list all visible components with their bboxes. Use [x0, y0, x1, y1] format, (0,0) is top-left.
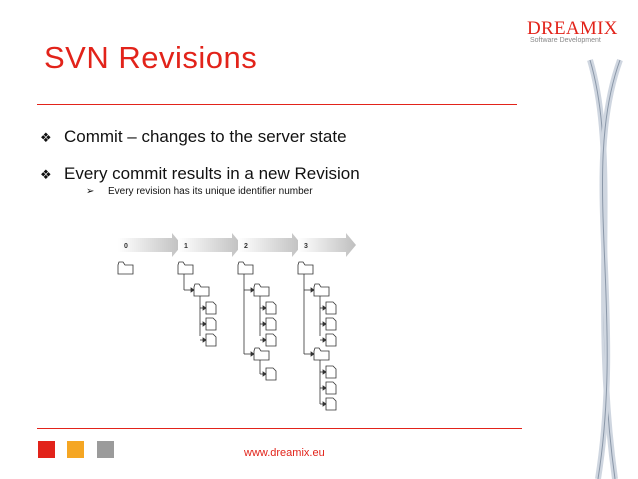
folder-icon — [313, 347, 330, 361]
file-icon — [325, 397, 337, 411]
connector-arrowhead — [250, 351, 255, 357]
connector-arrowhead — [322, 305, 327, 311]
file-icon — [265, 367, 277, 381]
file-icon — [205, 333, 217, 347]
file-icon — [265, 317, 277, 331]
folder-icon — [193, 283, 210, 297]
revision-label-1: 1 — [184, 243, 188, 250]
footer-square-gray — [97, 441, 114, 458]
arrowhead-icon: ➢ — [86, 186, 95, 197]
revision-label-3: 3 — [304, 243, 308, 250]
connector-arrowhead — [322, 321, 327, 327]
bullet-text: Commit – changes to the server state — [64, 127, 347, 146]
revision-label-0: 0 — [124, 243, 128, 250]
revision-arrow-3 — [298, 233, 356, 257]
connector-arrowhead — [262, 371, 267, 377]
file-icon — [265, 333, 277, 347]
connector-arrowhead — [250, 287, 255, 293]
connector-arrowhead — [262, 321, 267, 327]
title-divider — [37, 104, 517, 105]
revision-arrow-2 — [238, 233, 302, 257]
folder-icon — [117, 261, 134, 275]
logo-tagline: Software Development — [530, 37, 601, 44]
folder-icon — [297, 261, 314, 275]
file-icon — [325, 301, 337, 315]
revision-arrow-0 — [118, 233, 182, 257]
footer-url[interactable]: www.dreamix.eu — [244, 447, 325, 459]
file-icon — [325, 365, 337, 379]
folder-icon — [177, 261, 194, 275]
connector-arrowhead — [262, 337, 267, 343]
file-icon — [325, 381, 337, 395]
folder-icon — [253, 347, 270, 361]
connector-arrowhead — [310, 351, 315, 357]
folder-icon — [253, 283, 270, 297]
slide-title: SVN Revisions — [44, 40, 258, 75]
revision-label-2: 2 — [244, 243, 248, 250]
file-icon — [265, 301, 277, 315]
connector-arrowhead — [202, 321, 207, 327]
file-icon — [325, 333, 337, 347]
connector-arrowhead — [190, 287, 195, 293]
file-icon — [205, 317, 217, 331]
footer-divider — [37, 428, 522, 429]
connector-arrowhead — [262, 305, 267, 311]
folder-icon — [237, 261, 254, 275]
sub-bullet-text: Every revision has its unique identifier… — [108, 186, 313, 197]
footer-square-orange — [67, 441, 84, 458]
bullet-text: Every commit results in a new Revision — [64, 164, 360, 183]
connector-arrowhead — [310, 287, 315, 293]
connector-arrowhead — [322, 401, 327, 407]
bullet-item: ❖ Every commit results in a new Revision — [40, 164, 360, 184]
bullet-item: ❖ Commit – changes to the server state — [40, 127, 347, 147]
file-icon — [205, 301, 217, 315]
revision-arrow-1 — [178, 233, 242, 257]
connector-arrowhead — [322, 385, 327, 391]
diamond-bullet-icon: ❖ — [40, 167, 52, 182]
file-icon — [325, 317, 337, 331]
connector-arrowhead — [202, 305, 207, 311]
logo: DREAMIX — [527, 18, 618, 39]
footer-square-red — [38, 441, 55, 458]
connector-arrowhead — [322, 337, 327, 343]
sub-bullet-item: ➢ Every revision has its unique identifie… — [86, 186, 313, 197]
diamond-bullet-icon: ❖ — [40, 130, 52, 145]
connector-arrowhead — [202, 337, 207, 343]
folder-icon — [313, 283, 330, 297]
connector-arrowhead — [322, 369, 327, 375]
